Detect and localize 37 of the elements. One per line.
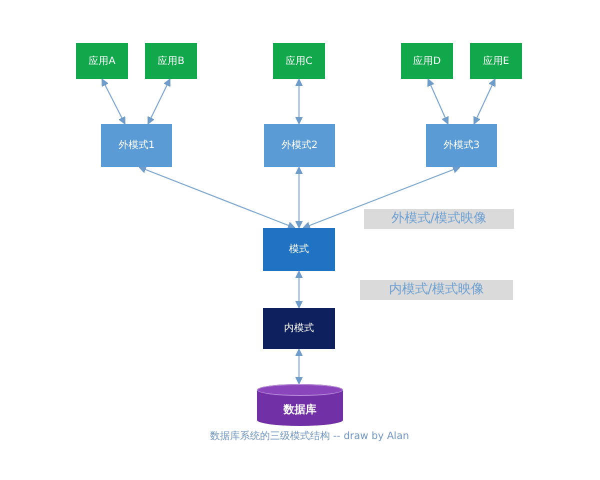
mapping-label: 外模式/模式映像 [391,212,487,226]
database-label: 数据库 [284,404,316,416]
application-box [401,43,453,79]
double-arrow [138,166,296,230]
external-schema-box [264,124,335,167]
schema-label: 内模式 [284,323,314,334]
application-box [470,43,522,79]
schema-label: 外模式2 [281,140,318,151]
application-box [76,43,128,79]
application-label: 应用A [88,56,116,66]
mapping-label: 内模式/模式映像 [388,282,484,298]
application-label: 应用B [158,56,184,66]
double-arrow [295,348,303,384]
external-schema-box [101,124,172,167]
double-arrow [295,78,303,124]
double-arrow [427,78,449,124]
double-arrow [295,166,303,228]
double-arrow [295,270,303,308]
mapping-band [360,280,513,300]
external-schema-box [426,124,497,167]
double-arrow [302,166,460,230]
internal-schema-box [263,308,335,349]
double-arrow [102,78,126,124]
application-label: 应用E [482,56,510,66]
double-arrow [473,78,496,124]
application-label: 应用C [286,56,312,66]
caption: 数据库系统的三级模式结构 -- draw by Alan [210,430,410,443]
schema-label: 外模式1 [118,140,155,151]
application-box [273,43,325,79]
schema-box [263,228,335,271]
schema-label: 外模式3 [443,140,480,151]
schema-label: 模式 [289,244,309,255]
application-label: 应用D [413,56,441,66]
database-cylinder [257,384,343,426]
mapping-band [364,209,514,229]
application-box [145,43,197,79]
double-arrow [148,78,170,124]
